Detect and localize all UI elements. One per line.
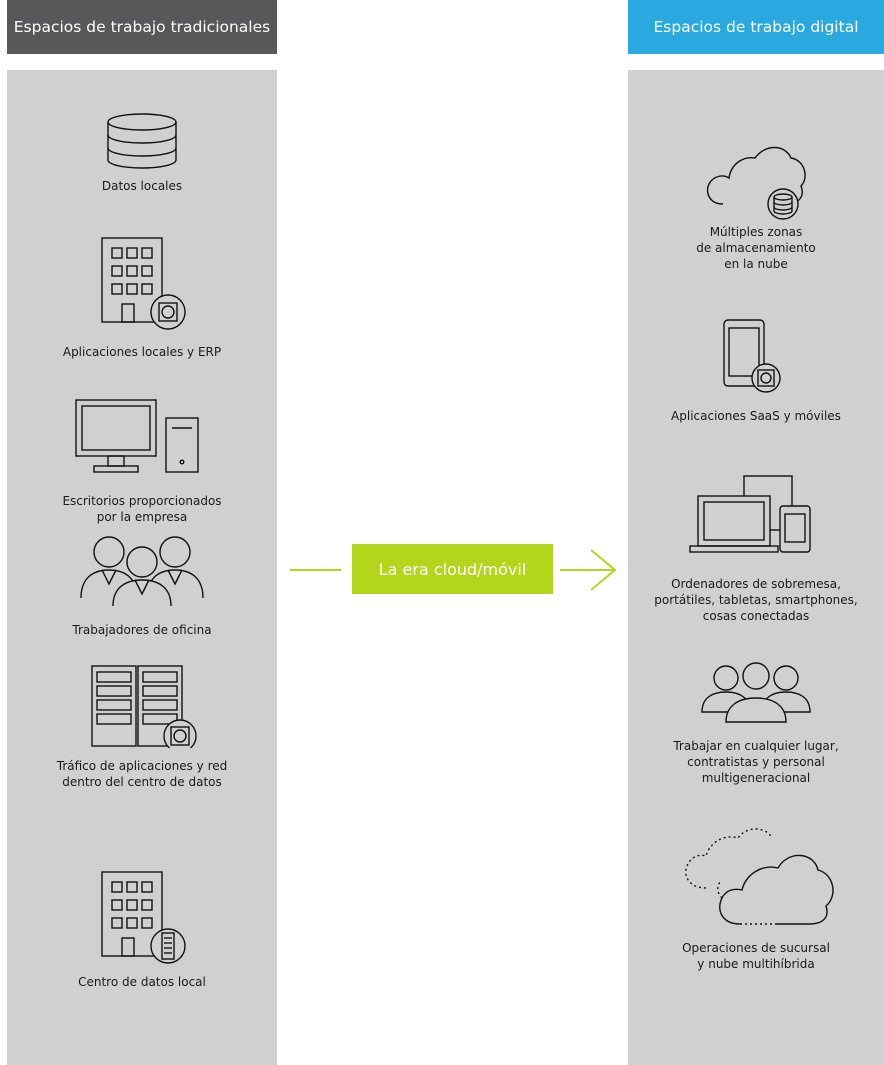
right-item-cloud-storage: Múltiples zonas de almacenamiento en la …	[626, 142, 884, 272]
people-group-icon	[701, 662, 811, 723]
right-item-label: Operaciones de sucursal y nube multihíbr…	[682, 941, 830, 971]
right-column-header: Espacios de trabajo digital	[628, 0, 884, 54]
right-item-saas-apps: Aplicaciones SaaS y móviles	[626, 318, 884, 424]
left-item-label: Aplicaciones locales y ERP	[62, 345, 222, 359]
left-item-local-data: Datos locales	[12, 112, 272, 194]
devices-icon	[689, 475, 811, 553]
left-item-label: Escritorios proporcionados por la empres…	[62, 494, 222, 524]
desktop-computer-icon	[75, 399, 199, 473]
left-column-header: Espacios de trabajo tradicionales	[7, 0, 277, 54]
right-item-label: Ordenadores de sobremesa, portátiles, ta…	[654, 577, 858, 623]
cloud-storage-icon	[706, 146, 806, 220]
left-item-local-apps: Aplicaciones locales y ERP	[12, 236, 272, 360]
right-item-anywhere-workforce: Trabajar en cualquier lugar, contratista…	[626, 662, 884, 786]
transition-label: La era cloud/móvil	[352, 544, 553, 594]
right-item-label: Múltiples zonas de almacenamiento en la …	[696, 225, 816, 271]
left-item-datacenter-traffic: Tráfico de aplicaciones y red dentro del…	[12, 664, 272, 790]
left-item-local-datacenter: Centro de datos local	[12, 870, 272, 990]
right-item-label: Trabajar en cualquier lugar, contratista…	[673, 739, 839, 785]
right-item-label: Aplicaciones SaaS y móviles	[671, 409, 841, 423]
tablet-app-icon	[723, 319, 781, 393]
left-item-label: Centro de datos local	[78, 975, 206, 989]
multi-cloud-icon	[685, 828, 834, 925]
database-icon	[107, 113, 177, 169]
office-workers-icon	[80, 536, 204, 606]
left-item-label: Datos locales	[101, 179, 183, 193]
right-item-multicloud: Operaciones de sucursal y nube multihíbr…	[626, 826, 884, 972]
building-app-icon	[101, 237, 186, 330]
transition-connector	[290, 549, 617, 591]
left-item-office-workers: Trabajadores de oficina	[12, 532, 272, 638]
server-rack-icon	[91, 665, 197, 748]
left-item-label: Trabajadores de oficina	[72, 623, 212, 637]
right-item-devices: Ordenadores de sobremesa, portátiles, ta…	[626, 474, 884, 624]
left-item-label: Tráfico de aplicaciones y red dentro del…	[56, 759, 228, 789]
left-item-desktops: Escritorios proporcionados por la empres…	[12, 398, 272, 525]
building-server-icon	[101, 871, 186, 964]
arrow-right-icon	[590, 549, 617, 591]
